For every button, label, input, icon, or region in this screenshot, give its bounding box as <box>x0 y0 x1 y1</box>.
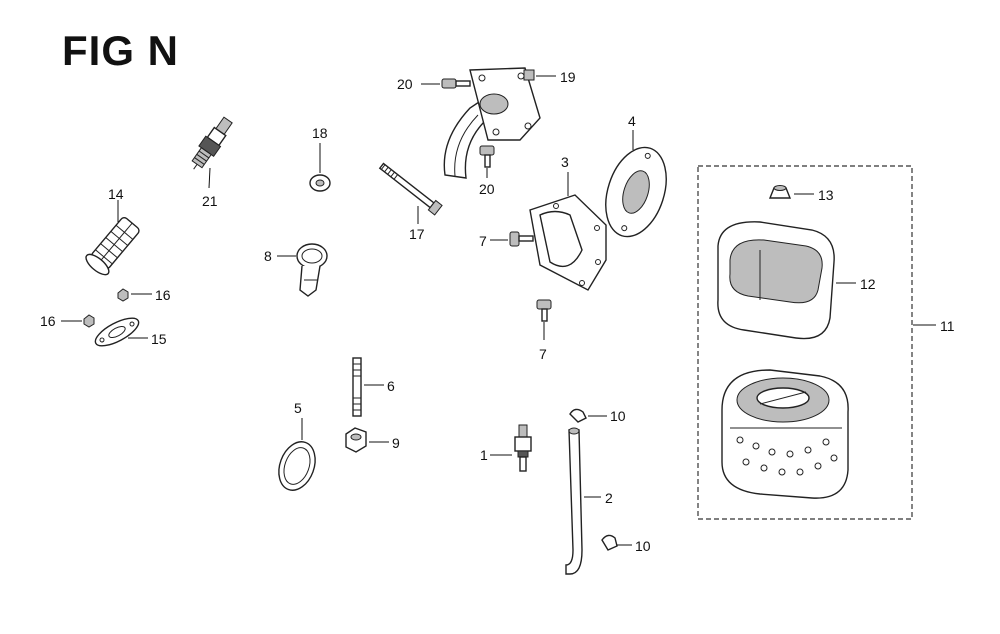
part-16-nut-upper: 16 <box>117 287 171 303</box>
callout-16-lower: 16 <box>40 313 56 329</box>
part-20-screw-lower: 20 <box>479 145 495 197</box>
part-16-nut-lower: 16 <box>40 313 95 329</box>
callout-3: 3 <box>561 154 569 170</box>
callout-13: 13 <box>818 187 834 203</box>
part-6-stud-bolt: 6 <box>352 357 395 417</box>
part-17-bolt: 17 <box>378 162 443 242</box>
part-11-air-cleaner-assembly: 11 <box>697 165 955 520</box>
callout-5: 5 <box>294 400 302 416</box>
callout-21: 21 <box>202 193 218 209</box>
callout-4: 4 <box>628 113 636 129</box>
part-10-clip-upper: 10 <box>569 408 626 424</box>
part-3-muffler: 3 <box>529 154 607 291</box>
figure-title: FIG N <box>62 27 179 74</box>
callout-7-upper: 7 <box>479 233 487 249</box>
callout-11: 11 <box>940 318 955 334</box>
callout-7-lower: 7 <box>539 346 547 362</box>
part-1-fitting: 1 <box>480 424 532 472</box>
part-2-tube: 2 <box>565 427 613 575</box>
part-7-screw-lower: 7 <box>536 299 552 362</box>
callout-20-lower: 20 <box>479 181 495 197</box>
callout-14: 14 <box>108 186 124 202</box>
callout-9: 9 <box>392 435 400 451</box>
callout-19: 19 <box>560 69 576 85</box>
part-9-nut: 9 <box>345 427 400 453</box>
part-7-screw-upper: 7 <box>479 231 534 249</box>
callout-17: 17 <box>409 226 425 242</box>
part-19-exhaust-pipe: 19 <box>443 67 576 179</box>
callout-2: 2 <box>605 490 613 506</box>
callout-8: 8 <box>264 248 272 264</box>
callout-15: 15 <box>151 331 167 347</box>
part-15-gasket: 15 <box>94 317 167 347</box>
part-13-knob: 13 <box>768 185 834 203</box>
callout-6: 6 <box>387 378 395 394</box>
part-12-foam-element: 12 <box>717 221 876 340</box>
callout-16-upper: 16 <box>155 287 171 303</box>
part-10-clip-lower: 10 <box>601 534 651 554</box>
part-18-washer: 18 <box>309 125 331 192</box>
part-5-gasket: 5 <box>278 400 316 491</box>
callout-20-upper: 20 <box>397 76 413 92</box>
part-14-spark-arrester: 14 <box>85 186 140 276</box>
part-8-clamp: 8 <box>264 243 328 297</box>
callout-18: 18 <box>312 125 328 141</box>
part-21-spark-plug: 21 <box>191 116 233 209</box>
paper-filter-element <box>721 369 849 499</box>
callout-10-lower: 10 <box>635 538 651 554</box>
callout-10-upper: 10 <box>610 408 626 424</box>
callout-12: 12 <box>860 276 876 292</box>
part-20-screw-upper: 20 <box>397 76 471 92</box>
callout-1: 1 <box>480 447 488 463</box>
part-4-gasket: 4 <box>605 113 667 238</box>
